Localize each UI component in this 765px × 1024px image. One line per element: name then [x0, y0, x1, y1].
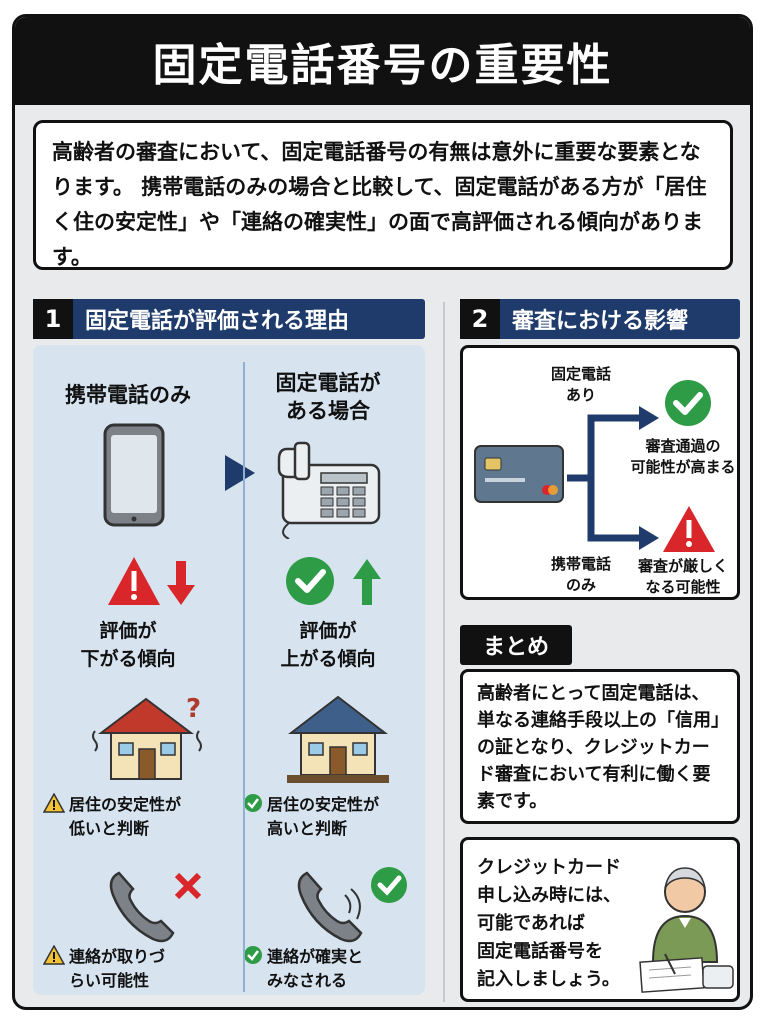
check-up-icon [286, 557, 381, 605]
check-icon [244, 794, 262, 812]
phone-handset-x-icon [109, 871, 202, 943]
infographic-frame: 固定電話番号の重要性 高齢者の審査において、固定電話番号の有無は意外に重要な要素… [12, 14, 753, 1010]
landline-stability-note: 居住の安定性が高いと判断 [243, 793, 423, 841]
landline-title: 固定電話が ある場合 [233, 369, 423, 425]
mobile-contact-note: 連絡が取りづらい可能性 [43, 945, 223, 993]
section-divider [443, 302, 445, 1002]
warning-icon [43, 945, 65, 965]
pass-result: 審査通過の 可能性が高まる [623, 436, 743, 478]
pass-result-line2: 可能性が高まる [630, 458, 736, 476]
column-divider [243, 362, 245, 992]
mobile-only-title: 携帯電話のみ [65, 383, 191, 407]
section2-number: 2 [460, 299, 500, 339]
section1-number: 1 [33, 299, 73, 339]
mobile-only-column: 携帯電話のみ 評価が 下がる傾向 [33, 345, 223, 995]
section2-panel: 固定電話 あり 審査通過の 可能性が高まる [460, 345, 740, 600]
warning-down-icon [108, 557, 195, 605]
tip-line4: 固定電話番号を [477, 941, 603, 962]
intro-box: 高齢者の審査において、固定電話番号の有無は意外に重要な要素となります。 携帯電話… [33, 120, 733, 270]
phone-handset-check-icon [297, 867, 407, 943]
landline-rating-line2: 上がる傾向 [280, 648, 376, 670]
mobile-contact-line1: 連絡が取りづ [69, 947, 166, 966]
mobile-stability-line1: 居住の安定性が [69, 795, 182, 814]
landline-column: 固定電話が ある場合 [233, 345, 423, 995]
landline-contact-line2: みなされる [267, 971, 348, 990]
mobile-rating-line2: 下がる傾向 [80, 648, 176, 670]
mobile-stability-line2: 低いと判断 [69, 819, 150, 838]
check-circle-icon [665, 380, 711, 426]
landline-yes-line2: あり [565, 386, 596, 404]
branch-arrow-icon [567, 406, 659, 550]
mobile-only-label: 携帯電話 のみ [541, 554, 621, 596]
section1-header: 1 固定電話が評価される理由 [33, 299, 425, 339]
strict-result-line1: 審査が厳しく [637, 557, 728, 575]
credit-card-icon [474, 445, 564, 503]
section2-header: 2 審査における影響 [460, 299, 740, 339]
strict-result: 審査が厳しく なる可能性 [628, 556, 738, 598]
tip-line3: 可能であれば [477, 913, 585, 934]
section1-panel: 携帯電話のみ 評価が 下がる傾向 [33, 345, 425, 995]
mobile-rating-line1: 評価が [99, 620, 157, 642]
landline-phone-icon [277, 441, 381, 539]
summary-text: 高齢者にとって固定電話は、単なる連絡手段以上の「信用」の証となり、クレジットカー… [460, 669, 740, 824]
arrow-right-icon [225, 455, 255, 491]
landline-yes-line1: 固定電話 [550, 365, 611, 383]
elderly-man-writing-icon [639, 867, 734, 993]
page-title: 固定電話番号の重要性 [152, 40, 613, 91]
check-icon [244, 946, 262, 964]
section1-title: 固定電話が評価される理由 [85, 309, 350, 334]
mobile-contact-line2: らい可能性 [69, 971, 150, 990]
title-bar: 固定電話番号の重要性 [15, 17, 750, 105]
mobile-stability-note: 居住の安定性が低いと判断 [43, 793, 223, 841]
summary-heading: まとめ [460, 625, 572, 665]
landline-contact-note: 連絡が確実とみなされる [243, 945, 423, 993]
stable-house-icon [287, 695, 389, 783]
mobile-only-line1: 携帯電話 [550, 555, 611, 573]
strict-result-line2: なる可能性 [645, 578, 721, 596]
tip-line2: 申し込み時には、 [477, 885, 621, 906]
svg-text:?: ? [186, 694, 201, 724]
landline-rating-line1: 評価が [299, 620, 357, 642]
tip-line5: 記入しましょう。 [477, 969, 620, 990]
pass-result-line1: 審査通過の [645, 437, 721, 455]
landline-title-line2: ある場合 [286, 399, 370, 423]
landline-stability-line1: 居住の安定性が [267, 795, 380, 814]
warning-red-icon [663, 506, 715, 552]
tip-box: クレジットカード 申し込み時には、 可能であれば 固定電話番号を 記入しましょう… [460, 837, 740, 1002]
section2-title: 審査における影響 [512, 309, 689, 334]
landline-yes-label: 固定電話 あり [541, 364, 621, 406]
smartphone-icon [103, 423, 165, 527]
tip-line1: クレジットカード [477, 857, 621, 878]
landline-stability-line2: 高いと判断 [267, 819, 348, 838]
mobile-rating: 評価が 下がる傾向 [33, 617, 223, 673]
warning-icon [43, 793, 65, 813]
landline-contact-line1: 連絡が確実と [267, 947, 364, 966]
unstable-house-icon: ? [92, 694, 202, 780]
landline-rating: 評価が 上がる傾向 [233, 617, 423, 673]
tip-text: クレジットカード 申し込み時には、 可能であれば 固定電話番号を 記入しましょう… [477, 854, 637, 994]
mobile-only-line2: のみ [565, 576, 596, 594]
landline-title-line1: 固定電話が [275, 371, 381, 395]
